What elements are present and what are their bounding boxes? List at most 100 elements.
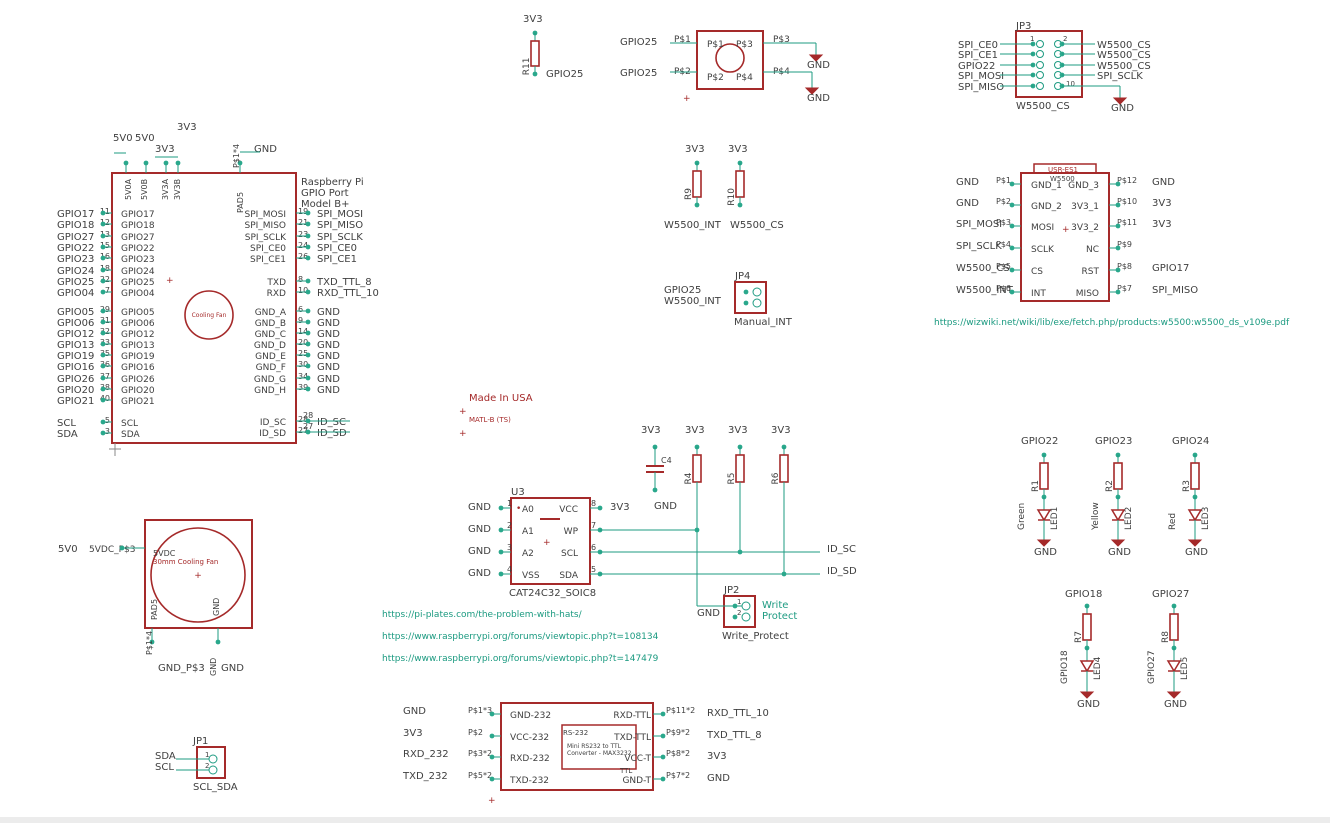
pin-number: 34 [298, 372, 308, 381]
rs232-pin-left: TXD-232 [509, 776, 549, 786]
net-label: GND [654, 501, 677, 512]
resistor-body [692, 454, 702, 483]
pi-pin-left: GPIO04 [121, 289, 155, 299]
pin-dot [737, 549, 743, 555]
resistor-body [530, 40, 540, 67]
led-ref: LED5 [1180, 657, 1190, 680]
part-ref: JP1 [192, 736, 208, 747]
pin-dot [100, 419, 106, 425]
pin-name: GND [209, 658, 218, 676]
header-pin-icon [741, 601, 751, 611]
pin-dot [694, 202, 700, 208]
pin-number: 36 [100, 360, 110, 369]
resistor-body [735, 170, 745, 198]
pi-title: GPIO Port [301, 188, 349, 199]
pin-dot [305, 330, 311, 336]
pin-dot [100, 375, 106, 381]
resistor-label: R1 [1031, 480, 1041, 492]
jp2-body [723, 595, 756, 628]
pi-pin-left: GPIO18 [121, 221, 155, 231]
rs232-desc: Mini RS232 to TTL [567, 743, 622, 750]
pin-number: 29 [100, 305, 110, 314]
pi-net-right: GND [317, 374, 340, 385]
pin-name: P$11 [1117, 218, 1137, 227]
pin-number: 8 [591, 499, 596, 508]
pi-net-right: ID_SC [317, 417, 346, 428]
origin-cross: + [459, 429, 467, 439]
net-label: GND [956, 177, 979, 188]
net-label: SPI_MISO [1152, 285, 1198, 296]
pin-number: 25 [298, 349, 308, 358]
resistor-label: R8 [1161, 631, 1171, 643]
pin-name: P$7*2 [666, 771, 690, 780]
pi-pin-right: RXD [267, 289, 286, 299]
pin-name: P$3*2 [468, 749, 492, 758]
pin-dot [100, 278, 106, 284]
pin-dot [100, 341, 106, 347]
pi-pin-left: GPIO16 [121, 363, 155, 373]
pin-number: 1 [205, 751, 209, 759]
net-label: W5500_INT [664, 220, 722, 231]
pin-dot [489, 711, 495, 717]
ground-icon [1036, 539, 1052, 547]
pin-dot [100, 267, 106, 273]
pin-name: P$12 [1117, 176, 1137, 185]
resistor-label: R4 [684, 472, 694, 484]
u3-pin-left: A1 [522, 527, 534, 537]
part-value: Write_Protect [722, 631, 789, 642]
header-pin-icon [741, 612, 751, 622]
jp4-body [734, 281, 767, 314]
pi-net-right: GND [317, 351, 340, 362]
net-label: GND [956, 198, 979, 209]
pin-number: 16 [100, 252, 110, 261]
part-value: SCL_SDA [193, 782, 238, 793]
pin-dot [489, 733, 495, 739]
pin-number: 27 [298, 426, 308, 435]
pi-net-right: SPI_SCLK [317, 232, 363, 243]
pin-name: P$1*4 [232, 144, 241, 168]
pin-number: 6 [591, 543, 596, 552]
net-label: 3V3 [610, 502, 630, 513]
pin-name: 3V3B [173, 179, 182, 200]
pin-dot [498, 505, 504, 511]
net-label: GND [468, 502, 491, 513]
pin-number: 6 [298, 305, 303, 314]
pin-name: P$3 [736, 40, 753, 50]
u3-body [510, 497, 591, 585]
pin-name: P$3 [773, 35, 790, 45]
pin-name: P$1*3 [468, 706, 492, 715]
header-pin-icon [1036, 50, 1044, 58]
net-label: 3V3 [1152, 198, 1172, 209]
pin-dot [305, 278, 311, 284]
pin-dot [305, 363, 311, 369]
pin-name: P$2 [707, 73, 724, 83]
pin-dot [1009, 181, 1015, 187]
pi-net-left: GPIO20 [57, 385, 94, 396]
net-label: GND [1152, 177, 1175, 188]
part-value: W5500_CS [1016, 101, 1070, 112]
pin-dot [100, 397, 106, 403]
pin-name: P$4 [736, 73, 753, 83]
link-rpi-forum-2: https://www.raspberrypi.org/forums/viewt… [382, 654, 659, 664]
net-label: 3V3 [707, 751, 727, 762]
net-label: GND [468, 546, 491, 557]
pi-net-left: GPIO16 [57, 362, 94, 373]
net-label: 5VDC_P$3 [89, 545, 135, 555]
pin-dot [100, 363, 106, 369]
header-pin-icon [1036, 82, 1044, 90]
pi-pin-left: GPIO21 [121, 397, 155, 407]
pin-number: 5 [105, 416, 110, 425]
pin-dot [100, 255, 106, 261]
rs232-pin-right: VCC-T [624, 754, 651, 764]
net-label: 3V3 [641, 425, 661, 436]
pin-number: 11 [100, 207, 110, 216]
ground-icon [808, 54, 824, 62]
pin-dot [175, 160, 181, 166]
matl-label: MATL-B (TS) [469, 416, 511, 424]
resistor-label: R7 [1074, 631, 1084, 643]
pi-net-left: GPIO12 [57, 329, 94, 340]
header-pin-icon [208, 754, 218, 764]
pin-name: P$5*2 [468, 771, 492, 780]
pin-number: 38 [100, 383, 110, 392]
